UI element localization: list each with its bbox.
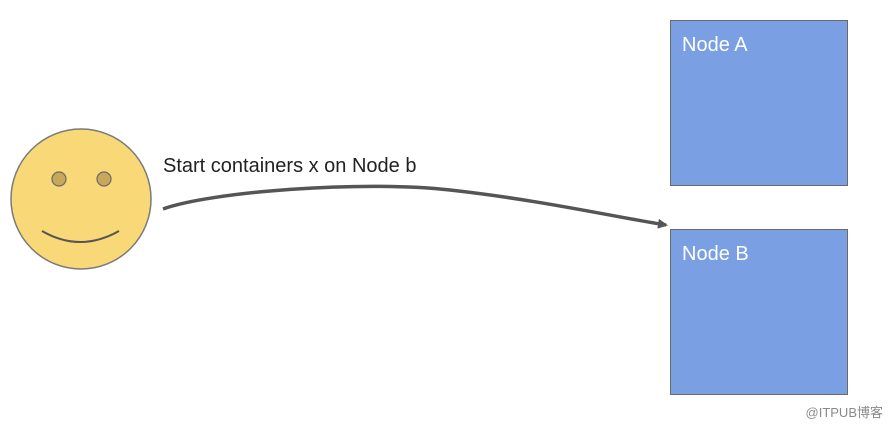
- arrow-connector: [162, 184, 668, 229]
- node-b-box: Node B: [670, 229, 848, 395]
- node-b-label: Node B: [682, 243, 749, 265]
- face-circle: [10, 128, 152, 270]
- node-a-box: Node A: [670, 20, 848, 186]
- node-a-label: Node A: [682, 34, 748, 56]
- left-eye: [51, 171, 67, 187]
- smiley-face-icon: [10, 128, 152, 270]
- right-eye: [96, 171, 112, 187]
- smile: [41, 230, 120, 243]
- watermark: @ITPUB博客: [805, 405, 883, 420]
- arrow-label: Start containers x on Node b: [163, 155, 417, 177]
